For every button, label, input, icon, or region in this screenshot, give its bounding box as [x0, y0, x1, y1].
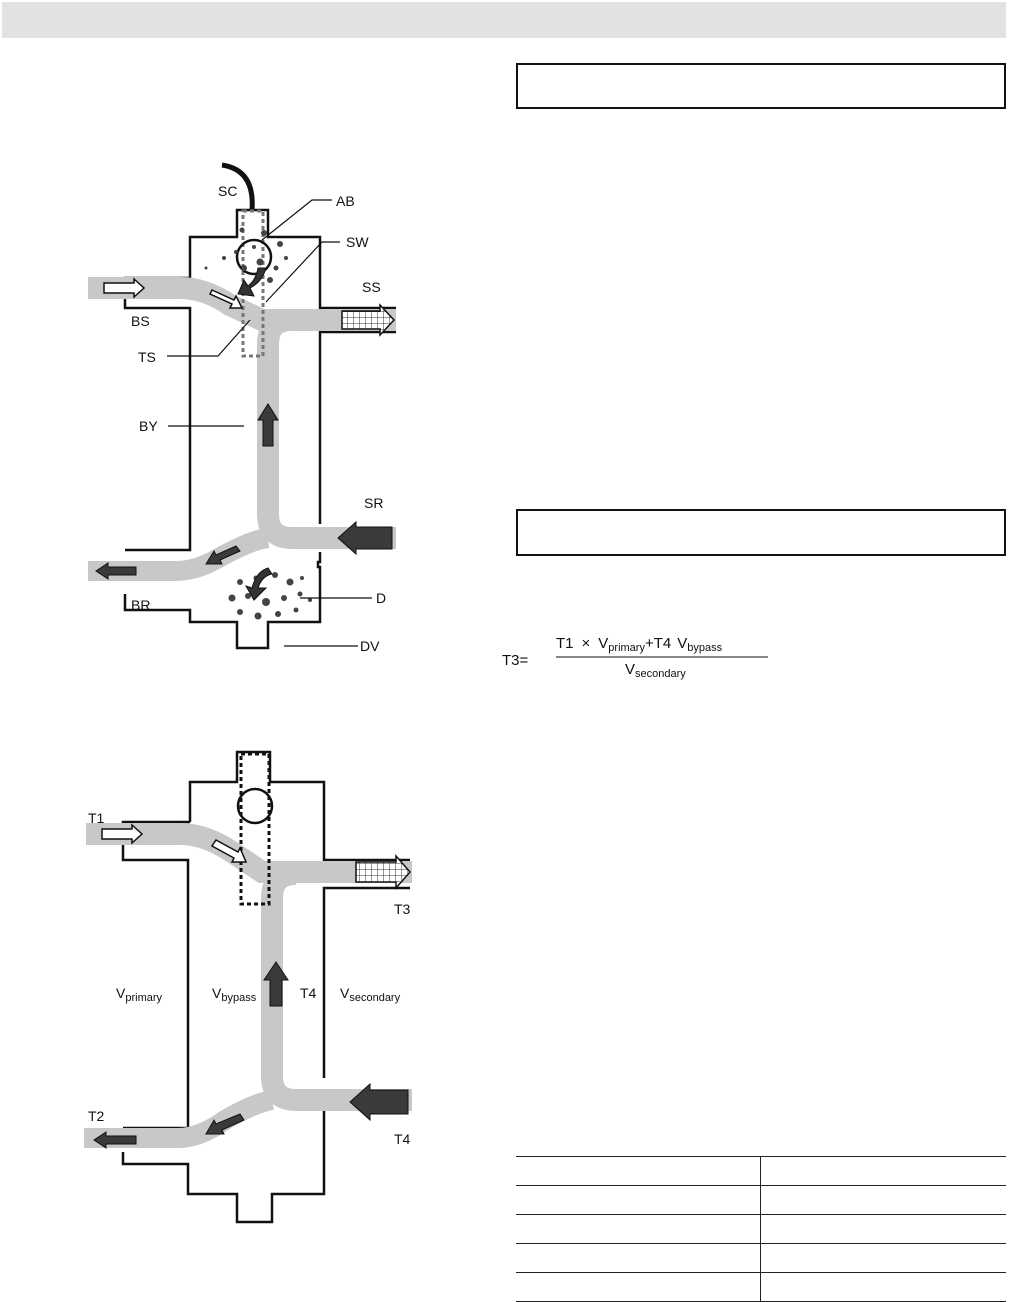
flow-path-bypass: [257, 309, 396, 549]
label-v-primary: Vprimary: [116, 985, 163, 1004]
label-sw: SW: [346, 234, 369, 250]
table-cell: [760, 1156, 1006, 1186]
arrow-return-diagonal-2: [205, 1113, 245, 1135]
header-bar: [2, 2, 1006, 38]
section-title-box-middle: [516, 509, 1006, 556]
leader-lines: [167, 199, 372, 647]
formula-lhs: T3=: [502, 652, 529, 669]
table-cell: [760, 1185, 1006, 1215]
table-cell: [760, 1272, 1006, 1302]
label-br: BR: [131, 597, 150, 613]
table-cell: [516, 1272, 761, 1302]
table-cell: [516, 1214, 761, 1244]
label-dv: DV: [360, 638, 380, 654]
arrow-t4-return: [349, 1082, 409, 1122]
arrow-bypass-up: [257, 403, 279, 447]
air-flow-arrow: [237, 267, 267, 297]
flow-path-primary-return: [88, 528, 270, 581]
label-v-secondary: Vsecondary: [340, 985, 401, 1004]
arrow-boiler-return: [95, 562, 137, 580]
table-cell: [516, 1185, 761, 1215]
air-separator-ring-2: [236, 787, 274, 825]
air-particles: [204, 227, 288, 283]
label-d: D: [376, 590, 386, 606]
arrow-bypass-up-2: [263, 961, 289, 1007]
label-t3: T3: [394, 901, 411, 917]
separator-diagram-temperatures: T1 T3 T2 T4 T4 Vprimary Vbypass Vseconda…: [84, 750, 412, 1224]
flow-path-bypass-2: [261, 863, 412, 1111]
label-ab: AB: [336, 193, 355, 209]
table-cell: [760, 1214, 1006, 1244]
table-cell: [760, 1243, 1006, 1273]
label-bs: BS: [131, 313, 150, 329]
table-row: [516, 1272, 1006, 1302]
arrow-into-sleeve: [208, 289, 244, 309]
label-ts: TS: [138, 349, 156, 365]
label-sc: SC: [218, 183, 237, 199]
table-row: [516, 1243, 1006, 1273]
table-row: [516, 1214, 1006, 1244]
section-title-middle: [518, 511, 1004, 535]
arrow-into-sleeve-2: [210, 839, 248, 863]
label-t4-right: T4: [394, 1131, 411, 1147]
table-cell: [516, 1156, 761, 1186]
label-t1: T1: [88, 810, 105, 826]
section-title-box-top: [516, 63, 1006, 109]
table-cell: [516, 1243, 761, 1273]
sensor-sleeve-2: [239, 752, 271, 906]
sensor-sleeve: [241, 209, 265, 358]
arrow-system-supply: [341, 303, 396, 337]
table-row: [516, 1185, 1006, 1215]
arrow-system-return: [337, 520, 393, 556]
arrow-t2-return: [93, 1131, 137, 1149]
dirt-flow-arrow: [244, 567, 273, 601]
dirt-particles: [228, 572, 312, 620]
arrow-t1-supply: [101, 823, 144, 845]
label-by: BY: [139, 418, 158, 434]
label-t4-mid: T4: [300, 985, 317, 1001]
sensor-cable: [221, 162, 255, 211]
air-separator-ring: [235, 238, 273, 276]
flow-path-primary-supply: [88, 277, 396, 331]
separator-diagram-labelled: SC AB SW SS BS TS BY SR BR D DV: [88, 162, 396, 654]
table-row: [516, 1156, 1006, 1186]
arrow-boiler-supply: [103, 277, 146, 299]
formula-denominator: Vsecondary: [625, 661, 686, 680]
separator-body-outline: [123, 208, 396, 650]
label-sr: SR: [364, 495, 383, 511]
separator-body-outline-2: [121, 750, 410, 1224]
parameter-table: [516, 1156, 1006, 1302]
section-title-top: [518, 65, 1004, 89]
label-t2: T2: [88, 1108, 105, 1124]
label-v-bypass: Vbypass: [212, 985, 257, 1004]
arrow-t3-supply: [355, 854, 411, 890]
arrow-return-diagonal: [205, 545, 241, 565]
label-ss: SS: [362, 279, 381, 295]
